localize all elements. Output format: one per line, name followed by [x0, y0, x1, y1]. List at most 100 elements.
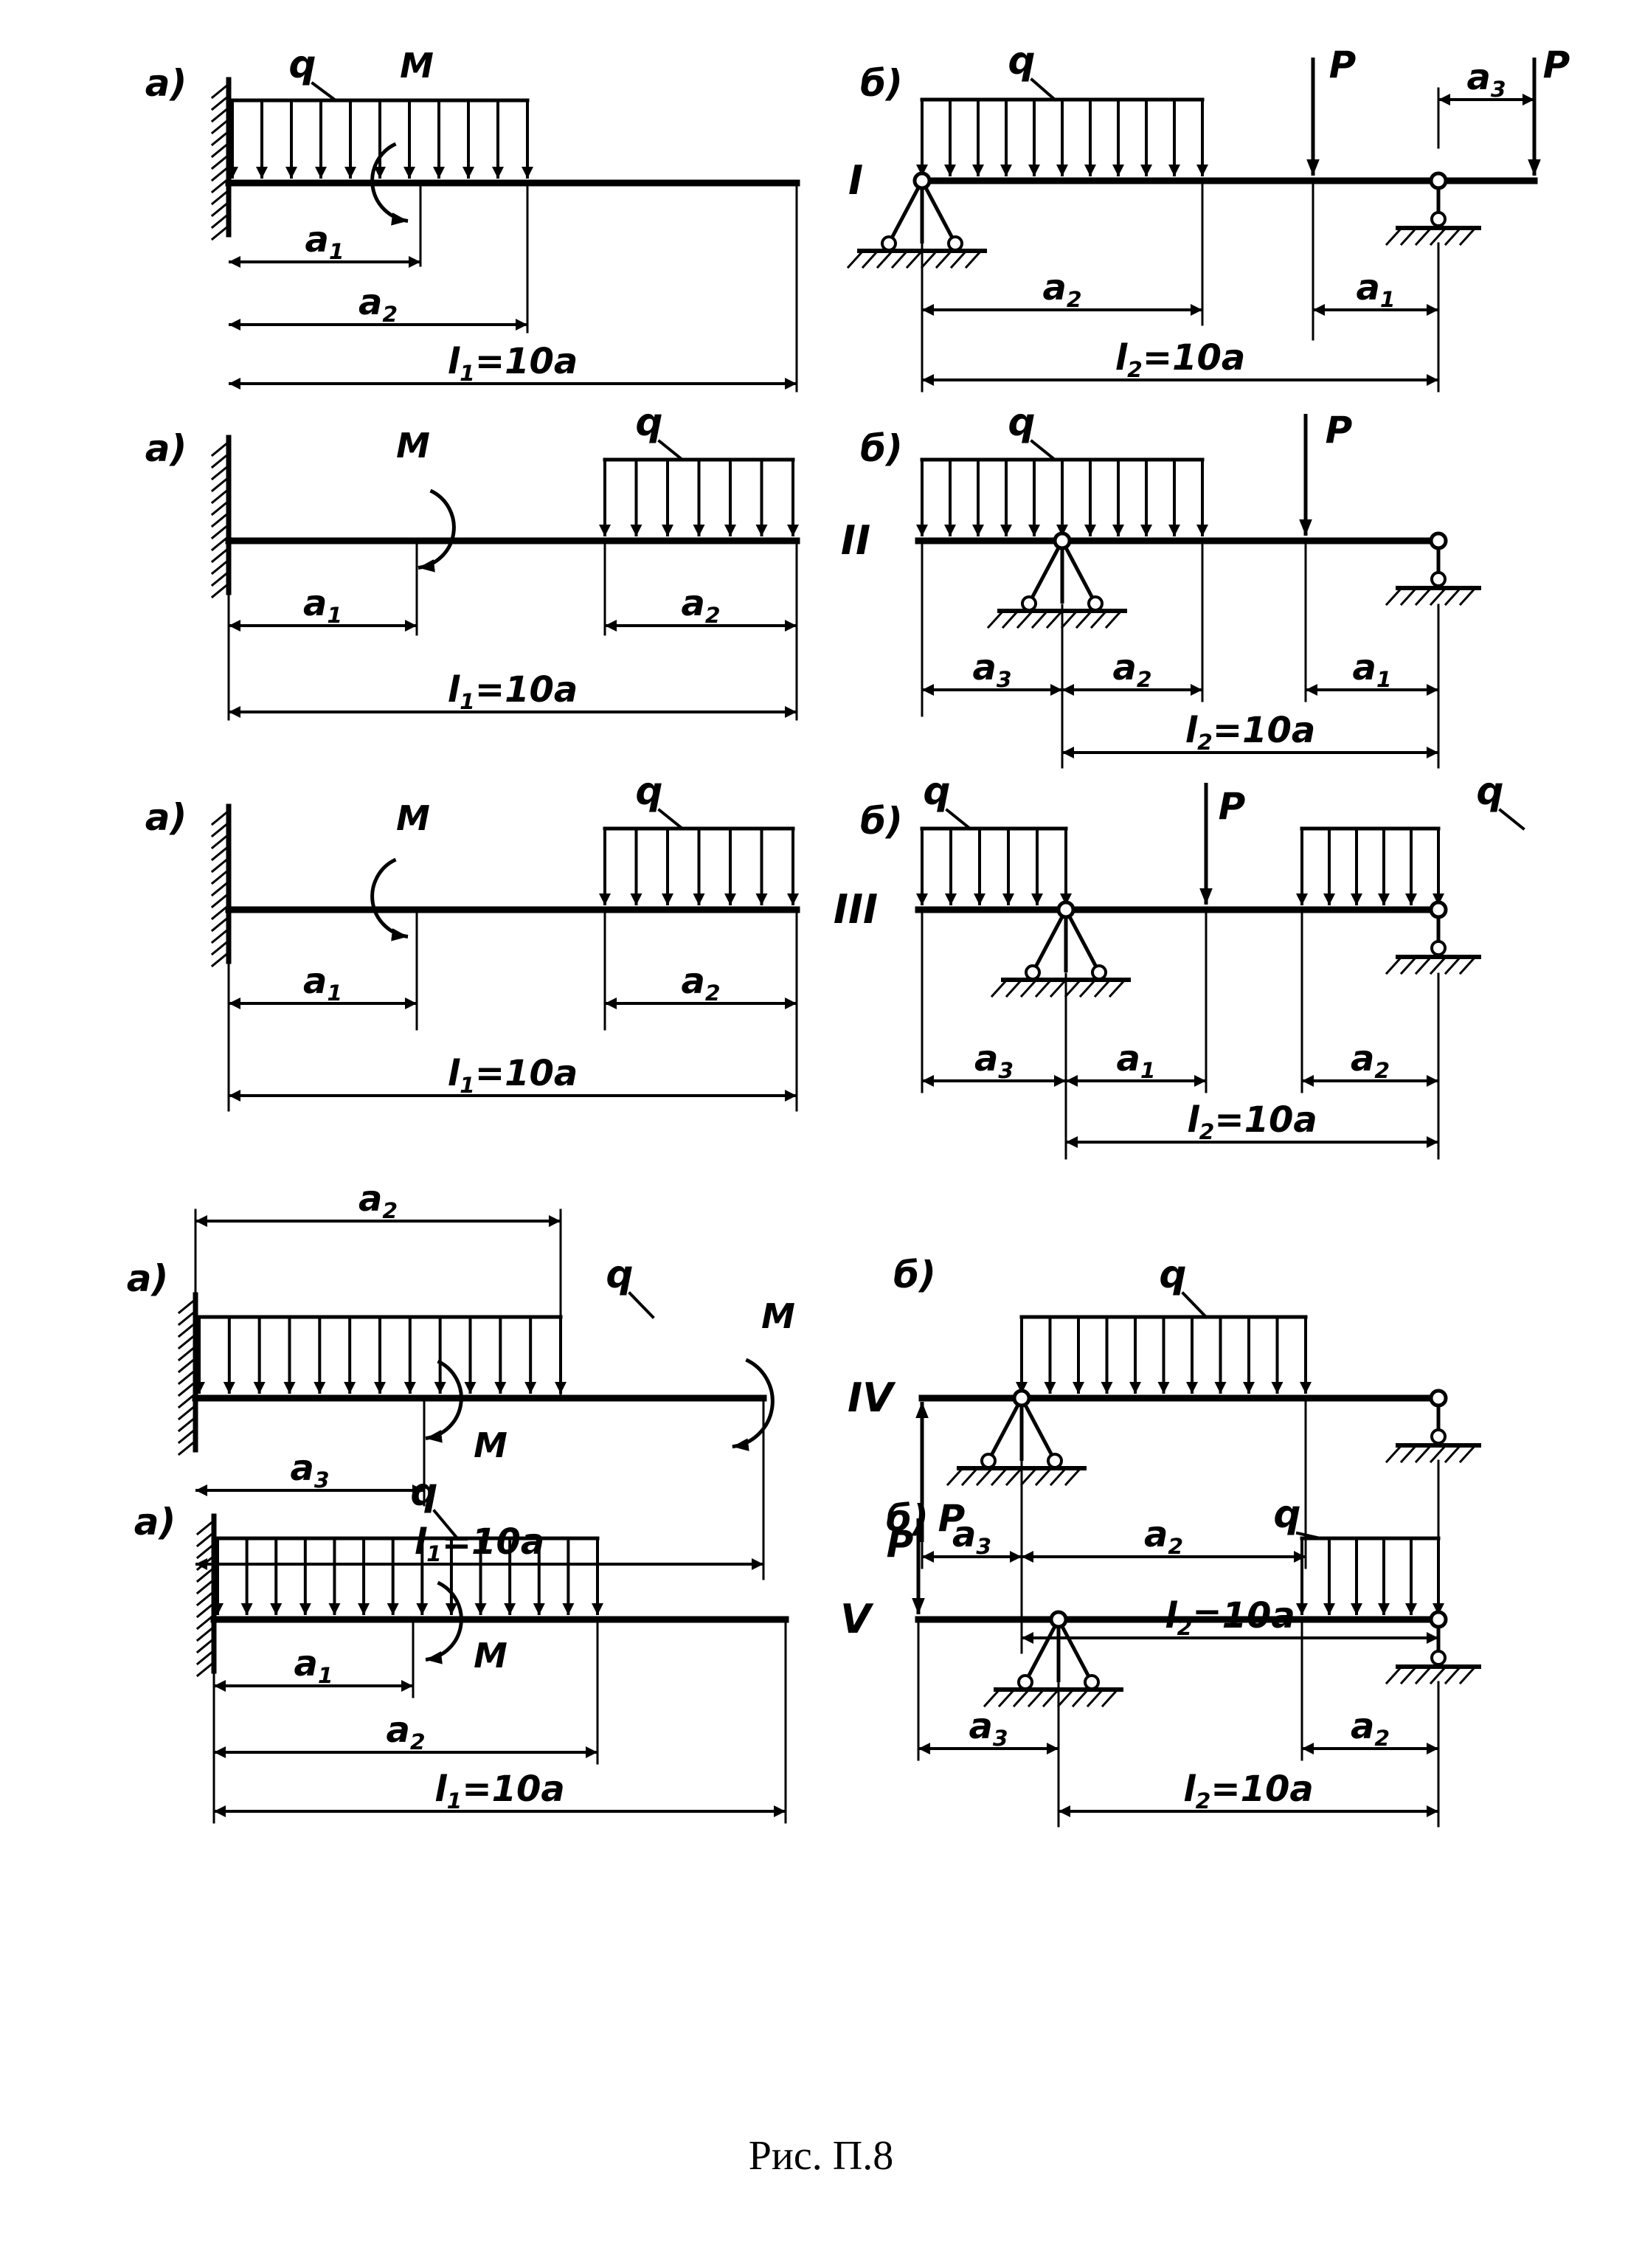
label-q: q: [288, 43, 316, 87]
ground-hatch: [1385, 1443, 1404, 1464]
ground-hatch: [935, 249, 954, 269]
distributed-load: [599, 826, 799, 905]
label-q: q: [606, 1253, 633, 1297]
moment-arrow: [425, 1359, 463, 1443]
label-q: q: [1008, 401, 1035, 445]
dimension-label: a2: [386, 1709, 425, 1755]
wall-hatch: [210, 927, 231, 944]
ground-hatch: [1444, 1664, 1463, 1685]
ground-hatch: [1071, 1687, 1090, 1708]
wall-hatch: [210, 82, 231, 100]
ground-hatch: [1429, 586, 1448, 606]
ground-hatch: [1049, 1466, 1068, 1487]
label-P: P: [1219, 785, 1246, 828]
scheme-tag-a: а): [134, 1501, 176, 1543]
ground-hatch: [1042, 1687, 1061, 1708]
ground-hatch: [949, 249, 969, 269]
dimension-label: a2: [1112, 647, 1151, 693]
dimension-label: a2: [358, 282, 398, 328]
wall-hatch: [210, 475, 231, 493]
ground-hatch: [990, 978, 1009, 998]
dimension-label: l1=10a: [448, 669, 578, 715]
dimension: l2=10a: [1059, 1769, 1438, 1817]
scheme-tag-a: а): [145, 796, 187, 839]
moment-arrow: [370, 857, 409, 941]
label-q: q: [1159, 1253, 1186, 1297]
wall-hatch: [177, 1380, 198, 1397]
dimension: l2=10a: [1066, 1099, 1438, 1148]
dimension-label: l2=10a: [1115, 337, 1246, 383]
wall-hatch: [210, 141, 231, 159]
label-leader: [945, 808, 972, 831]
wall-hatch: [210, 938, 231, 956]
dimension: a2: [1302, 1038, 1438, 1087]
dimension: a3: [195, 1448, 424, 1496]
ground-hatch: [1060, 609, 1079, 629]
wall-hatch: [195, 1518, 216, 1536]
dimension-label: a2: [358, 1178, 398, 1224]
support-hinge: [1017, 1674, 1033, 1690]
wall-hatch: [177, 1321, 198, 1338]
dimension-label: l2=10a: [1187, 1099, 1317, 1145]
ground-hatch: [1056, 1687, 1075, 1708]
dimension-label: l2=10a: [1185, 710, 1316, 756]
ground-hatch: [1101, 1687, 1120, 1708]
ground-hatch: [1064, 978, 1083, 998]
dimension: l1=10a: [214, 1769, 786, 1817]
ground-hatch: [946, 1466, 965, 1487]
wall-hatch: [210, 879, 231, 897]
dimension: a1: [229, 219, 420, 268]
wall-hatch: [210, 165, 231, 182]
dimension-label: a2: [1351, 1038, 1390, 1084]
dimension: a1: [1313, 267, 1438, 316]
ground-hatch: [1001, 609, 1020, 629]
ground-hatch: [1458, 1443, 1478, 1464]
support-hinge: [1430, 1650, 1447, 1666]
scheme-tag-a: а): [145, 427, 187, 470]
roller-support: [1385, 1610, 1481, 1685]
wall-hatch: [210, 950, 231, 968]
dimension-label: a2: [681, 583, 720, 629]
dimension: l2=10a: [922, 337, 1438, 386]
ground-hatch: [1005, 1466, 1024, 1487]
pinned-support: [946, 1389, 1087, 1487]
ground-hatch: [1104, 609, 1123, 629]
ground-hatch: [1019, 978, 1039, 998]
wall-hatch: [210, 200, 231, 218]
ground-hatch: [1414, 1664, 1433, 1685]
dimension-label: a2: [681, 961, 720, 1006]
wall-hatch: [195, 1625, 216, 1642]
ground-hatch: [1108, 978, 1127, 998]
wall-hatch: [195, 1589, 216, 1607]
ground-hatch: [1399, 1443, 1418, 1464]
ground-hatch: [1034, 978, 1053, 998]
label-q: q: [1008, 39, 1035, 83]
distributed-load: [193, 1315, 567, 1394]
wall-hatch: [195, 1566, 216, 1583]
wall-hatch: [177, 1297, 198, 1315]
ground-hatch: [920, 249, 939, 269]
label-P: P: [1326, 409, 1353, 452]
wall-hatch: [210, 820, 231, 838]
ground-hatch: [905, 249, 924, 269]
support-hinge: [1429, 900, 1448, 919]
scheme-tag-b: б): [860, 427, 903, 470]
dimension-label: l2=10a: [1183, 1769, 1314, 1814]
dimension: a2: [214, 1709, 597, 1758]
label-M: M: [400, 46, 434, 86]
wall-hatch: [210, 558, 231, 575]
dimension: a2: [229, 282, 527, 331]
dimension-label: a3: [974, 1038, 1014, 1084]
ground-hatch: [990, 1466, 1009, 1487]
dimension: l1=10a: [229, 1053, 797, 1102]
label-M: M: [396, 426, 430, 466]
support-hinge: [1021, 595, 1037, 612]
scheme-tag-a: а): [127, 1257, 169, 1300]
ground-hatch: [1429, 1664, 1448, 1685]
dimension: a2: [605, 961, 797, 1009]
ground-hatch: [1049, 978, 1068, 998]
